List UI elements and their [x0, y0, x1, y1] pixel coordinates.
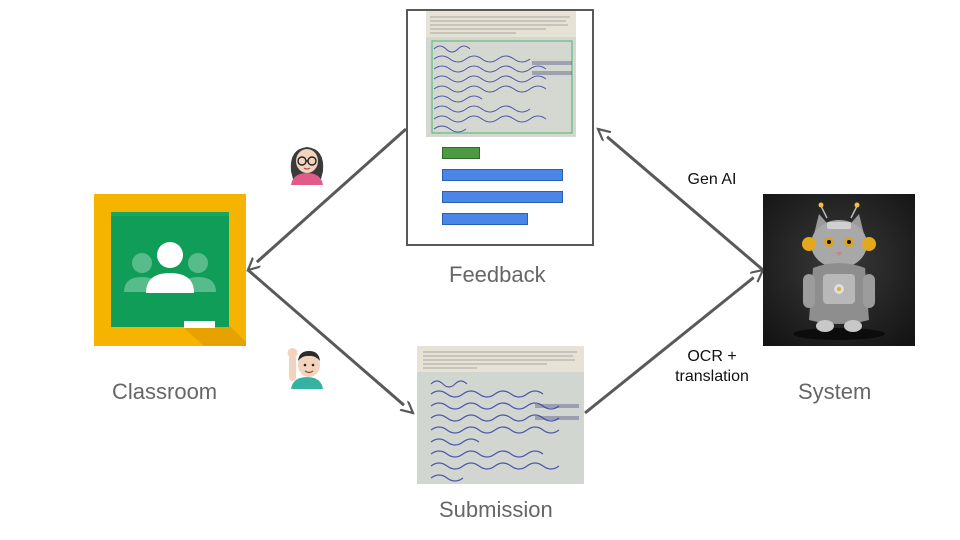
submission-label: Submission	[439, 497, 553, 522]
gen-ai-label: Gen AI	[687, 171, 737, 188]
feedback-comment-bar	[442, 191, 563, 203]
feedback-comment-bar	[442, 213, 528, 225]
feedback-label: Feedback	[449, 262, 546, 287]
arrow-system-to-feedback	[598, 129, 764, 272]
ocr-label-line1: OCR +	[687, 348, 737, 365]
student-raising-hand-emoji-icon	[285, 343, 329, 389]
arrow-classroom-to-submission	[247, 268, 413, 413]
ocr-translation-label: OCR + translation	[662, 347, 762, 387]
classroom-label: Classroom	[112, 379, 218, 404]
submission-handwriting-photo	[417, 346, 584, 484]
arrow-feedback-to-classroom	[248, 127, 407, 270]
classroom-logo	[94, 194, 246, 346]
teacher-emoji-icon	[285, 141, 329, 185]
feedback-score-bar	[442, 147, 480, 159]
ocr-label-line2: translation	[675, 368, 749, 385]
feedback-handwriting-photo	[426, 11, 576, 137]
feedback-card	[406, 9, 594, 246]
system-label: System	[798, 379, 872, 404]
arrow-submission-to-system	[584, 270, 763, 415]
feedback-comment-bar	[442, 169, 563, 181]
robot-cat-icon	[763, 194, 915, 346]
